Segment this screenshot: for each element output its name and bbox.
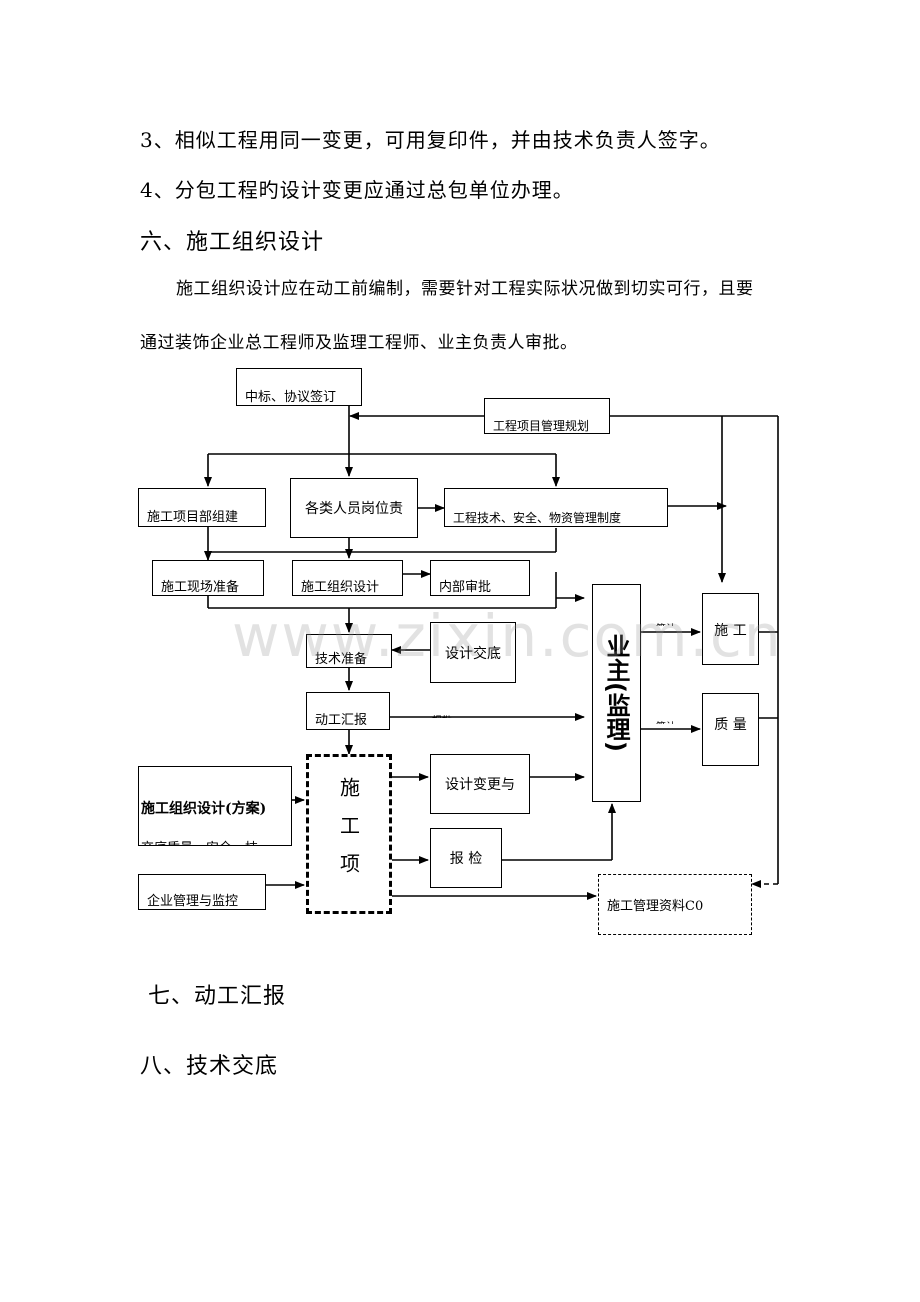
item-3: 3、相似工程用同一变更，可用复印件，并由技术负责人签字。 — [140, 128, 721, 152]
enterprise-mgmt-box: 企业管理与监控 — [138, 874, 266, 910]
section-6-heading: 六、施工组织设计 — [140, 230, 325, 255]
site-prep-box: 施工现场准备 — [152, 560, 264, 596]
inspection-label: 报 检 — [449, 851, 483, 867]
enterprise-mgmt-label: 企业管理与监控 — [147, 894, 239, 909]
owner-supervisor-label: 业主(监理) — [602, 634, 630, 752]
site-prep-label: 施工现场准备 — [161, 580, 240, 595]
design-brief-label: 设计交底 — [445, 645, 501, 662]
roles-label: 各类人员岗位责 — [305, 501, 403, 517]
project-dept-box: 施工项目部组建 — [138, 488, 266, 527]
construction-label: 施 工 — [714, 623, 747, 639]
org-design-box: 施工组织设计 — [292, 560, 403, 596]
quality-label: 质 量 — [714, 717, 747, 733]
bid-box: 中标、协议签订 — [236, 368, 362, 406]
project-dept-label: 施工项目部组建 — [147, 510, 239, 525]
owner-supervisor-box: 业主(监理) — [592, 584, 641, 802]
sign-label-2: 签认 — [656, 718, 676, 724]
records-label: 施工管理资料C0 — [607, 899, 704, 914]
section-8-heading: 八、技术交底 — [140, 1054, 279, 1079]
item-4: 4、分包工程旳设计变更应通过总包单位办理。 — [140, 178, 574, 202]
org-design-label: 施工组织设计 — [301, 580, 380, 595]
inspection-box: 报 检 — [430, 828, 502, 888]
watermark: www.zixin.com.cn — [232, 602, 783, 670]
internal-review-label: 内部审批 — [439, 580, 492, 595]
project-box: 施工项 — [306, 754, 392, 914]
report-approval-label: 报批 — [432, 712, 452, 718]
start-report-label: 动工汇报 — [315, 713, 368, 728]
section-6-paragraph: 施工组织设计应在动工前编制，需要针对工程实际状况做到切实可行，且要 通过装饰企业… — [140, 262, 780, 370]
section-7-heading: 七、动工汇报 — [148, 984, 287, 1009]
tech-safety-label: 工程技术、安全、物资管理制度 — [453, 511, 622, 525]
roles-box: 各类人员岗位责 — [290, 478, 418, 538]
tech-safety-box: 工程技术、安全、物资管理制度 — [444, 488, 668, 527]
para-line-2: 通过装饰企业总工程师及监理工程师、业主负责人审批。 — [140, 333, 578, 353]
records-box: 施工管理资料C0 — [598, 874, 752, 935]
internal-review-box: 内部审批 — [430, 560, 530, 596]
start-report-box: 动工汇报 — [306, 692, 390, 730]
construction-box: 施 工 — [702, 593, 759, 665]
plan-label: 工程项目管理规划 — [493, 419, 590, 433]
quality-box: 质 量 — [702, 693, 759, 766]
project-label: 施工项 — [336, 777, 361, 891]
sign-label-1: 签认 — [656, 620, 676, 626]
bid-label: 中标、协议签订 — [245, 390, 337, 405]
para-line-1: 施工组织设计应在动工前编制，需要针对工程实际状况做到切实可行，且要 — [176, 279, 754, 299]
design-change-label: 设计变更与 — [445, 777, 515, 793]
quality-safety-label: 交底质量、安全、技 — [141, 829, 291, 845]
design-change-box: 设计变更与 — [430, 754, 530, 814]
org-design-plan-label: 施工组织设计(方案) — [141, 801, 267, 817]
tech-prep-label: 技术准备 — [315, 652, 368, 667]
tech-prep-box: 技术准备 — [306, 634, 392, 668]
plan-box: 工程项目管理规划 — [484, 398, 610, 434]
design-brief-box: 设计交底 — [430, 622, 516, 683]
org-design-plan-box: 施工组织设计(方案) 交底质量、安全、技 — [138, 766, 292, 846]
